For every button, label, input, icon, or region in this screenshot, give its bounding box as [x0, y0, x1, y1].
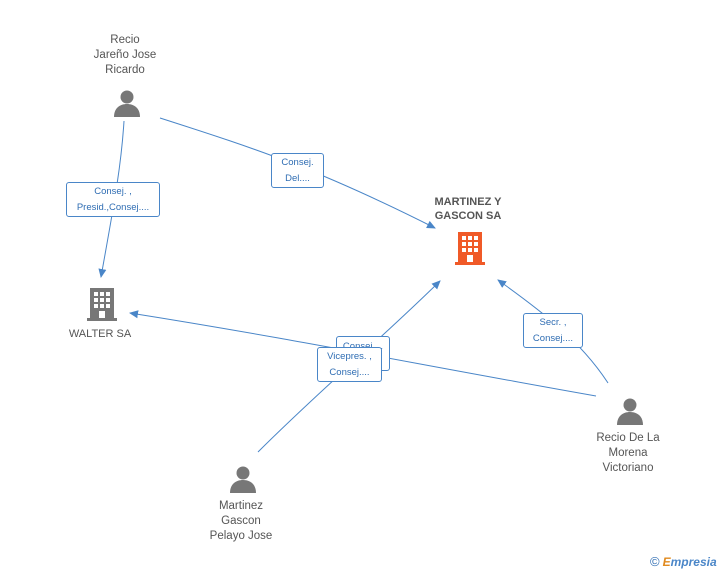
node-label-martinez-gascon-pelayo[interactable]: Martinez Gascon Pelayo Jose — [209, 500, 273, 542]
person-icon[interactable] — [112, 88, 142, 118]
node-label-walter[interactable]: WALTER SA — [68, 328, 132, 340]
edge-label-consej-del[interactable]: Consej. Del.... — [271, 153, 324, 188]
building-icon[interactable] — [454, 230, 486, 266]
person-icon[interactable] — [228, 464, 258, 494]
node-label-martinez-gascon-sa[interactable]: MARTINEZ Y GASCON SA — [434, 196, 502, 222]
brand-logo[interactable]: Empresia — [662, 555, 717, 569]
edge-label-secr-consej[interactable]: Secr. , Consej.... — [523, 313, 583, 348]
node-label-recio-jareno[interactable]: Recio Jareño Jose Ricardo — [93, 34, 157, 76]
footer-brand: © Empresia — [650, 554, 717, 570]
copyright-icon: © — [650, 554, 660, 569]
edge-label-consej-presid[interactable]: Consej. , Presid.,Consej.... — [66, 182, 160, 217]
node-label-recio-morena[interactable]: Recio De La Morena Victoriano — [596, 432, 660, 474]
building-icon[interactable] — [86, 286, 118, 322]
person-icon[interactable] — [615, 396, 645, 426]
edge-label-vicepres-consej[interactable]: Vicepres. , Consej.... — [317, 347, 382, 382]
